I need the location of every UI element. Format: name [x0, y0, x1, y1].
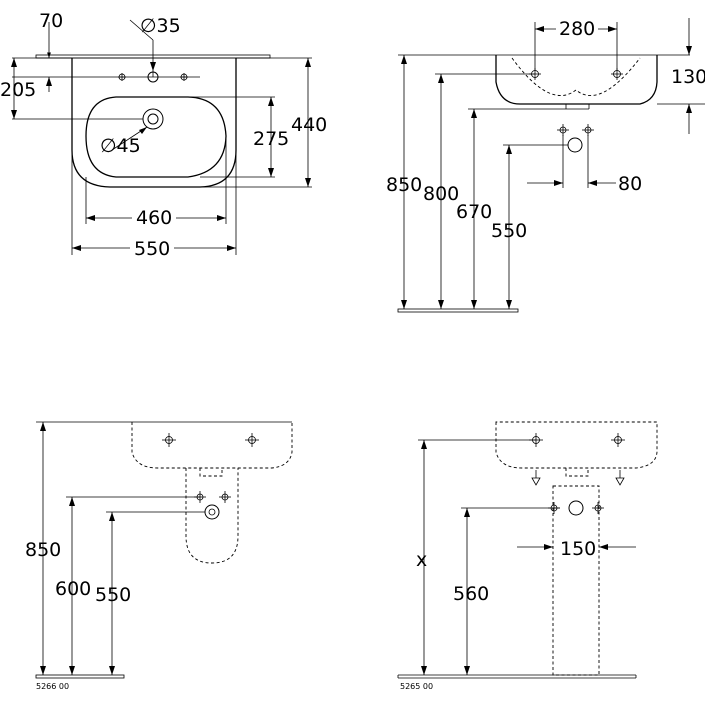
half-pedestal-shape	[185, 468, 239, 564]
hp-waste-hole	[204, 504, 220, 520]
dim-70: 70	[39, 10, 63, 32]
dim-550-side: 550	[491, 220, 527, 242]
side-basin-outline	[495, 55, 658, 105]
side-view: 280 130 850 800 670 550	[386, 18, 705, 313]
dim-130: 130	[671, 66, 705, 88]
drain-hole	[142, 108, 164, 130]
full-pedestal-shape	[552, 485, 600, 676]
dim-280: 280	[559, 18, 595, 40]
dim-440: 440	[291, 114, 327, 136]
dim-850-half: 850	[25, 539, 61, 561]
dim-600: 600	[55, 578, 91, 600]
dim-150: 150	[560, 538, 596, 560]
dim-80: 80	[618, 173, 642, 195]
code-5266: 5266 00	[36, 682, 69, 691]
dim-diameter-45: ∅45	[100, 135, 141, 157]
dim-460: 460	[136, 207, 172, 229]
dim-800: 800	[423, 183, 459, 205]
dim-850-side: 850	[386, 174, 422, 196]
dim-550-width: 550	[134, 238, 170, 260]
hp-basin-outline	[131, 422, 293, 469]
dim-x: x	[416, 549, 427, 571]
fp-basin-outline	[495, 421, 658, 469]
hp-floor	[35, 674, 125, 679]
basin-outline	[71, 58, 237, 188]
full-pedestal-view: x 560 150 5265 00	[397, 421, 658, 691]
half-pedestal-view: 850 600 550 5266 00	[25, 421, 293, 691]
side-floor	[397, 308, 519, 313]
dim-diameter-35: ∅35	[140, 15, 181, 37]
code-5265: 5265 00	[400, 682, 433, 691]
dim-550-half: 550	[95, 584, 131, 606]
fp-waste-hole	[568, 500, 584, 516]
dim-670: 670	[456, 201, 492, 223]
top-view: 70 205 ∅35 ∅45 275 440 460	[0, 10, 327, 260]
dim-205: 205	[0, 79, 36, 101]
dim-275: 275	[253, 128, 289, 150]
dim-560: 560	[453, 583, 489, 605]
side-waste-hole	[567, 137, 583, 153]
bowl-outline	[85, 96, 227, 178]
